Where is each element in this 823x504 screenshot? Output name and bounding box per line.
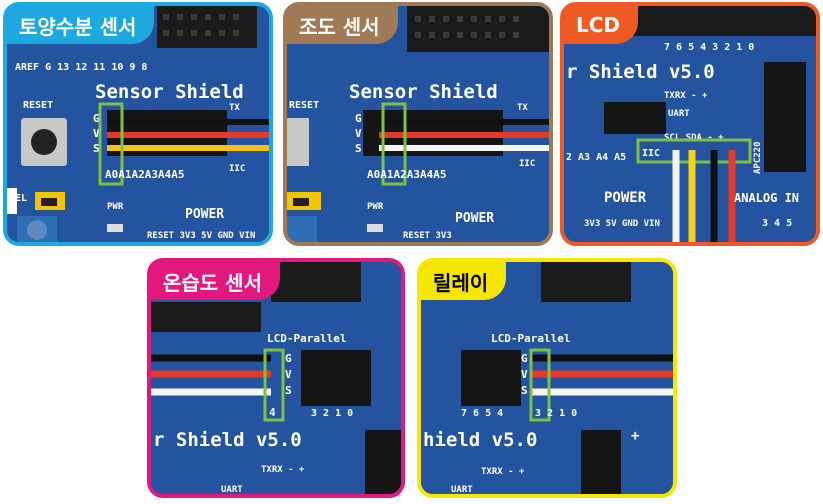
th-g-label: G: [285, 352, 292, 365]
light-analog-pins: A0A1A2A3A4A5: [367, 168, 446, 181]
soil-header-label: AREF G 13 12 11 10 9 8: [15, 62, 147, 73]
soil-moisture-board-photo: AREF G 13 12 11 10 9 8 Sensor Shield RES…: [7, 6, 269, 242]
light-tx-label: TX: [517, 103, 528, 113]
soil-highlight-box: [98, 102, 124, 186]
lcd-txrx-label: TXRX - +: [664, 91, 708, 101]
panel-soil-moisture: AREF G 13 12 11 10 9 8 Sensor Shield RES…: [3, 2, 273, 246]
soil-analog-pins: A0A1A2A3A4A5: [105, 168, 184, 181]
temp-humidity-board-photo: LCD-Parallel G V S 4 3 2 1 0 r Shield v5…: [151, 262, 401, 494]
panel-title-soil-moisture: 토양수분 센서: [7, 6, 155, 44]
panel-title-temp-humidity: 온습도 센서: [151, 262, 280, 300]
light-power-label: POWER: [455, 211, 494, 226]
lcd-rail-label: 3V3 5V GND VIN: [584, 219, 660, 229]
relay-s-label: S: [521, 384, 528, 397]
panel-relay: LCD-Parallel G V S 7 6 5 4 3 2 1 0 hield…: [417, 258, 677, 498]
lcd-power-label: POWER: [604, 190, 647, 206]
soil-tx-label: TX: [229, 103, 240, 113]
relay-board-photo: LCD-Parallel G V S 7 6 5 4 3 2 1 0 hield…: [421, 262, 673, 494]
th-v-label: V: [285, 368, 292, 381]
th-lcd-label: LCD-Parallel: [267, 332, 346, 345]
relay-txrx-label: TXRX - +: [481, 467, 525, 477]
lcd-analog-in-label: ANALOG IN: [734, 191, 799, 205]
light-heading: Sensor Shield: [349, 81, 498, 103]
th-txrx-label: TXRX - +: [261, 465, 305, 475]
relay-heading: hield v5.0: [423, 429, 537, 451]
lcd-analog-pins: 2 A3 A4 A5: [566, 152, 626, 163]
light-g-label: G: [355, 112, 362, 125]
lcd-iic-label: IIC: [642, 148, 660, 159]
lcd-apc-label: APC220: [753, 141, 763, 174]
th-pin-label: 4: [269, 406, 276, 419]
light-iic-label: IIC: [519, 159, 535, 169]
soil-iic-label: IIC: [229, 164, 245, 174]
light-rail-label: RESET 3V3: [403, 231, 452, 241]
soil-g-label: G: [93, 112, 100, 125]
soil-heading: Sensor Shield: [95, 81, 244, 103]
light-pwr-label: PWR: [367, 202, 384, 212]
soil-power-label: POWER: [185, 207, 224, 222]
panel-temp-humidity: LCD-Parallel G V S 4 3 2 1 0 r Shield v5…: [147, 258, 405, 498]
light-highlight-box: [381, 102, 407, 186]
light-sensor-board-photo: Sensor Shield RESET G V S A0A1A2A3A4A5 T…: [287, 6, 549, 242]
panel-title-lcd: LCD: [564, 6, 639, 44]
lcd-uart-label: UART: [668, 109, 690, 119]
th-heading: r Shield v5.0: [153, 429, 302, 451]
th-s-label: S: [285, 384, 292, 397]
panel-title-relay: 릴레이: [421, 262, 507, 300]
panel-title-light-sensor: 조도 센서: [287, 6, 398, 44]
soil-v-label: V: [93, 127, 100, 140]
th-uart-label: UART: [221, 485, 243, 494]
lcd-heading: r Shield v5.0: [566, 61, 715, 83]
relay-uart-label: UART: [451, 485, 473, 494]
panel-light-sensor: Sensor Shield RESET G V S A0A1A2A3A4A5 T…: [283, 2, 553, 246]
light-reset-label: RESET: [289, 100, 319, 111]
lcd-nums-label: 3 4 5: [762, 218, 792, 229]
soil-rail-label: RESET 3V3 5V GND VIN: [147, 231, 255, 241]
relay-nums-label: 3 2 1 0: [535, 408, 577, 419]
lcd-header-label: 7 6 5 4 3 2 1 0: [664, 42, 754, 53]
th-highlight-box: [263, 348, 285, 422]
th-nums-label: 3 2 1 0: [311, 408, 353, 419]
lcd-board-photo: 7 6 5 4 3 2 1 0 r Shield v5.0 TXRX - + U…: [564, 6, 816, 242]
relay-plus-label: +: [631, 428, 639, 444]
light-s-label: S: [355, 142, 362, 155]
soil-pwr-label: PWR: [107, 202, 124, 212]
light-v-label: V: [355, 127, 362, 140]
relay-g-label: G: [521, 352, 528, 365]
soil-reset-label: RESET: [23, 100, 53, 111]
relay-lcd-label: LCD-Parallel: [491, 332, 570, 345]
relay-highlight-box: [529, 348, 551, 422]
soil-sel-label: SEL: [9, 193, 27, 204]
relay-v-label: V: [521, 368, 528, 381]
lcd-sclsda-label: SCL SDA - +: [664, 133, 724, 143]
soil-s-label: S: [93, 142, 100, 155]
panel-lcd: 7 6 5 4 3 2 1 0 r Shield v5.0 TXRX - + U…: [560, 2, 820, 246]
relay-pin-row-label: 7 6 5 4: [461, 408, 503, 419]
